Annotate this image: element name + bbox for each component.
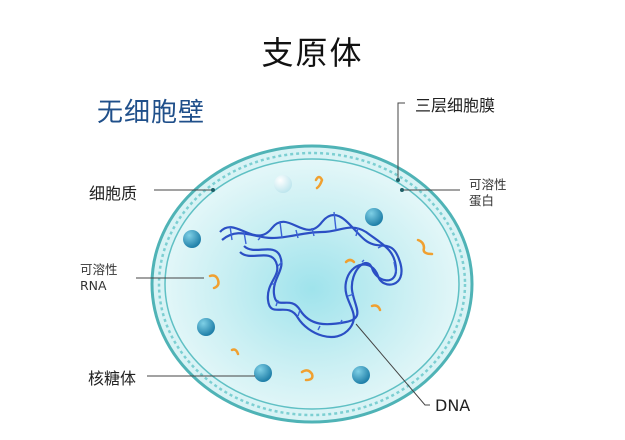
dna-helix (219, 211, 403, 339)
cytoplasm-area (164, 158, 460, 410)
dna-label: DNA (435, 396, 471, 415)
leader-dots (211, 178, 404, 192)
ribosome (197, 318, 215, 336)
ribosome (352, 366, 370, 384)
ribosome-label: 核糖体 (88, 369, 137, 388)
ribosome (274, 175, 292, 193)
soluble-protein-label: 可溶性 蛋白 (469, 177, 507, 209)
leader-membrane (397, 102, 405, 180)
leader-dna (355, 323, 430, 406)
soluble-rna-label: 可溶性 RNA (80, 262, 118, 294)
cytoplasm-label: 细胞质 (89, 184, 138, 203)
page-title: 支原体 (261, 34, 364, 72)
soluble-protein-line2: 蛋白 (469, 193, 495, 208)
ribosome (365, 208, 383, 226)
leader-lines (136, 102, 460, 406)
soluble-protein-line1: 可溶性 (469, 177, 507, 192)
soluble-rna-line1: 可溶性 (80, 262, 118, 277)
ribosome (183, 230, 201, 248)
no-cell-wall-label: 无细胞壁 (97, 98, 206, 128)
soluble-rna (208, 175, 434, 382)
ribosome (254, 364, 272, 382)
cell-membrane-middle (157, 151, 467, 417)
membrane-label: 三层细胞膜 (415, 96, 496, 115)
soluble-rna-line2: RNA (80, 278, 107, 293)
